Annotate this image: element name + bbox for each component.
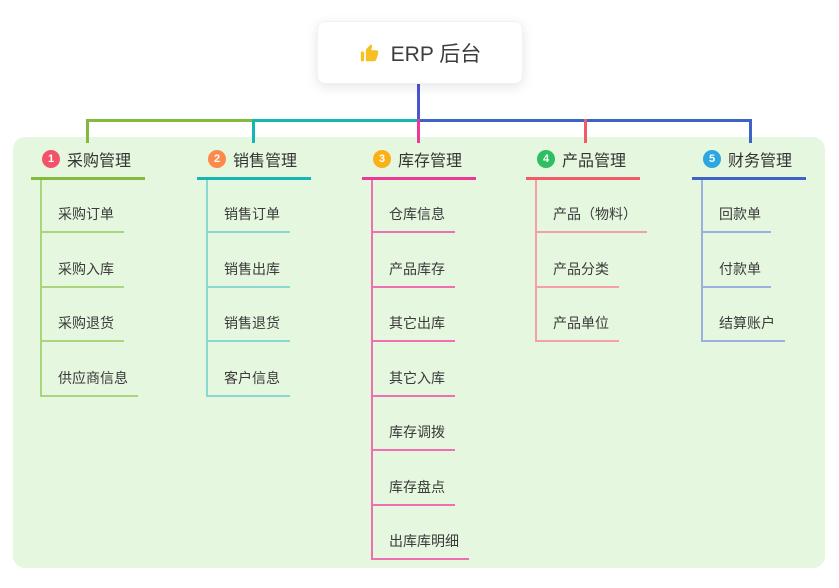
child-label: 产品分类: [553, 261, 609, 277]
root-connector-stem: [417, 84, 420, 122]
child-label: 仓库信息: [389, 206, 445, 222]
root-node[interactable]: ERP 后台: [317, 21, 523, 84]
branch-number-badge: 3: [373, 149, 391, 168]
child-label: 库存盘点: [389, 479, 445, 495]
branch-node-4[interactable]: 4 产品管理: [526, 146, 640, 180]
child-node[interactable]: 出库库明细: [371, 526, 469, 560]
child-node[interactable]: 产品单位: [535, 308, 619, 342]
child-label: 产品单位: [553, 315, 609, 331]
branch-label: 财务管理: [728, 152, 793, 170]
branch-drop-line: [417, 119, 420, 143]
child-label: 客户信息: [224, 370, 280, 386]
root-label: ERP 后台: [390, 42, 482, 66]
branch-node-5[interactable]: 5 财务管理: [692, 146, 806, 180]
child-node[interactable]: 结算账户: [701, 308, 785, 342]
branch-drop-line: [252, 119, 255, 143]
child-node[interactable]: 库存盘点: [371, 472, 455, 506]
child-label: 产品（物料）: [553, 206, 637, 222]
branch-children-line: [535, 180, 537, 342]
child-node[interactable]: 库存调拨: [371, 417, 455, 451]
branch-label: 库存管理: [398, 152, 463, 170]
branch-drop-line: [584, 119, 587, 143]
child-node[interactable]: 回款单: [701, 199, 771, 233]
child-node[interactable]: 采购退货: [40, 308, 124, 342]
branch-number-badge: 4: [537, 149, 555, 168]
child-label: 出库库明细: [389, 533, 459, 549]
child-label: 供应商信息: [58, 370, 128, 386]
child-node[interactable]: 产品库存: [371, 254, 455, 288]
connector-bus-segment: [86, 119, 253, 122]
branch-label: 销售管理: [233, 152, 298, 170]
branch-number-badge: 5: [703, 149, 721, 168]
branches-panel: [13, 137, 825, 568]
child-label: 采购退货: [58, 315, 114, 331]
child-label: 采购入库: [58, 261, 114, 277]
branch-node-1[interactable]: 1 采购管理: [31, 146, 145, 180]
branch-children-line: [40, 180, 42, 397]
child-node[interactable]: 销售订单: [206, 199, 290, 233]
child-node[interactable]: 付款单: [701, 254, 771, 288]
child-node[interactable]: 仓库信息: [371, 199, 455, 233]
child-node[interactable]: 客户信息: [206, 363, 290, 397]
branch-node-3[interactable]: 3 库存管理: [362, 146, 476, 180]
branch-number-badge: 2: [208, 149, 226, 168]
branch-node-2[interactable]: 2 销售管理: [197, 146, 311, 180]
branch-children-line: [206, 180, 208, 397]
child-node[interactable]: 其它出库: [371, 308, 455, 342]
child-label: 结算账户: [719, 315, 775, 331]
branch-children-line: [371, 180, 373, 560]
child-node[interactable]: 销售退货: [206, 308, 290, 342]
child-label: 销售退货: [224, 315, 280, 331]
child-node[interactable]: 销售出库: [206, 254, 290, 288]
child-label: 库存调拨: [389, 424, 445, 440]
branch-children-line: [701, 180, 703, 342]
branch-label: 产品管理: [562, 152, 627, 170]
child-label: 销售出库: [224, 261, 280, 277]
child-node[interactable]: 其它入库: [371, 363, 455, 397]
child-label: 采购订单: [58, 206, 114, 222]
child-node[interactable]: 产品分类: [535, 254, 619, 288]
thumbs-up-icon: [360, 43, 378, 61]
child-node[interactable]: 采购订单: [40, 199, 124, 233]
branch-drop-line: [86, 119, 89, 143]
branch-number-badge: 1: [42, 149, 60, 168]
child-node[interactable]: 供应商信息: [40, 363, 138, 397]
child-label: 其它入库: [389, 370, 445, 386]
connector-bus-segment: [253, 119, 418, 122]
child-label: 回款单: [719, 206, 761, 222]
branch-label: 采购管理: [67, 152, 132, 170]
child-label: 产品库存: [389, 261, 445, 277]
child-label: 付款单: [719, 261, 761, 277]
child-node[interactable]: 采购入库: [40, 254, 124, 288]
child-label: 销售订单: [224, 206, 280, 222]
branch-drop-line: [749, 119, 752, 143]
child-label: 其它出库: [389, 315, 445, 331]
child-node[interactable]: 产品（物料）: [535, 199, 647, 233]
